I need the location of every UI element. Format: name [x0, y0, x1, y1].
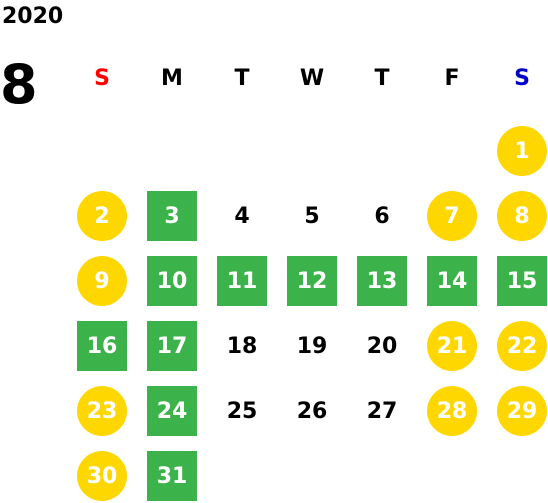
- day-cell-13[interactable]: 13: [357, 256, 407, 306]
- day-cell-23[interactable]: 23: [77, 386, 127, 436]
- day-cell-9[interactable]: 9: [77, 256, 127, 306]
- day-cell-16[interactable]: 16: [77, 321, 127, 371]
- weekday-header-sun: S: [94, 66, 110, 91]
- day-cell-2[interactable]: 2: [77, 191, 127, 241]
- day-cell-30[interactable]: 30: [77, 451, 127, 501]
- day-cell-31[interactable]: 31: [147, 451, 197, 501]
- day-cell-28[interactable]: 28: [427, 386, 477, 436]
- weekday-header-mon: M: [161, 66, 183, 91]
- day-cell-8[interactable]: 8: [497, 191, 547, 241]
- day-cell-5[interactable]: 5: [304, 203, 320, 229]
- day-cell-12[interactable]: 12: [287, 256, 337, 306]
- weekday-header-fri: F: [444, 66, 460, 91]
- day-cell-22[interactable]: 22: [497, 321, 547, 371]
- weekday-header-tue: T: [234, 66, 250, 91]
- day-cell-26[interactable]: 26: [296, 398, 328, 424]
- day-cell-20[interactable]: 20: [366, 333, 398, 359]
- day-cell-21[interactable]: 21: [427, 321, 477, 371]
- day-cell-7[interactable]: 7: [427, 191, 477, 241]
- day-cell-6[interactable]: 6: [374, 203, 390, 229]
- weekday-header-thu: T: [374, 66, 390, 91]
- day-cell-10[interactable]: 10: [147, 256, 197, 306]
- day-cell-15[interactable]: 15: [497, 256, 547, 306]
- day-cell-29[interactable]: 29: [497, 386, 547, 436]
- day-cell-27[interactable]: 27: [366, 398, 398, 424]
- calendar-year: 2020: [2, 4, 64, 29]
- day-cell-19[interactable]: 19: [296, 333, 328, 359]
- day-cell-17[interactable]: 17: [147, 321, 197, 371]
- weekday-header-sat: S: [514, 66, 530, 91]
- day-cell-4[interactable]: 4: [234, 203, 250, 229]
- day-cell-25[interactable]: 25: [226, 398, 258, 424]
- day-cell-1[interactable]: 1: [497, 126, 547, 176]
- day-cell-24[interactable]: 24: [147, 386, 197, 436]
- calendar-month: 8: [0, 53, 38, 116]
- day-cell-11[interactable]: 11: [217, 256, 267, 306]
- day-cell-3[interactable]: 3: [147, 191, 197, 241]
- weekday-header-wed: W: [299, 66, 325, 91]
- day-cell-18[interactable]: 18: [226, 333, 258, 359]
- day-cell-14[interactable]: 14: [427, 256, 477, 306]
